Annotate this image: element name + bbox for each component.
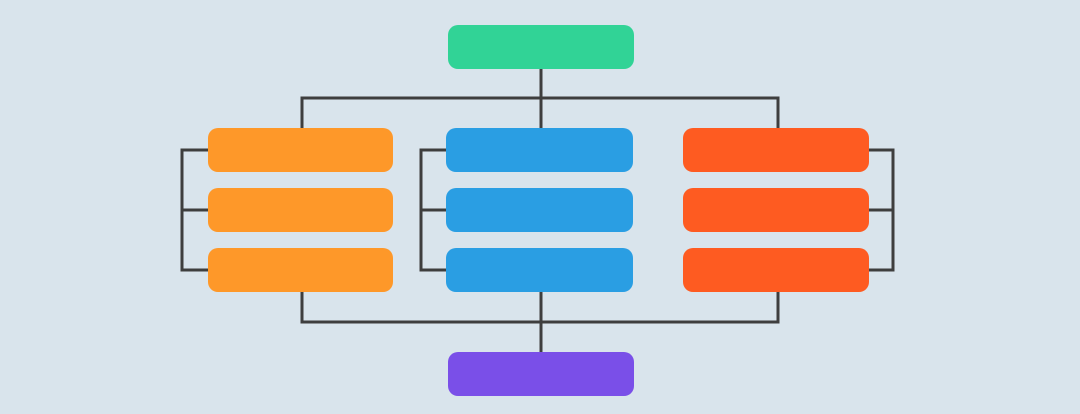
left-group-node-1-label [208, 128, 393, 172]
right-group-node-3-label [683, 248, 869, 292]
middle-group-node-2-label [446, 188, 633, 232]
right-group-node-1-label [683, 128, 869, 172]
left-group-node-1 [208, 128, 393, 172]
right-group-node-3 [683, 248, 869, 292]
left-group-node-3 [208, 248, 393, 292]
middle-group-node-3 [446, 248, 633, 292]
middle-group-node-1 [446, 128, 633, 172]
middle-group-node-2 [446, 188, 633, 232]
right-group-node-2 [683, 188, 869, 232]
root-node-label [448, 25, 634, 69]
middle-group-node-3-label [446, 248, 633, 292]
left-group-node-2 [208, 188, 393, 232]
left-group-node-2-label [208, 188, 393, 232]
bottom-node-label [448, 352, 634, 396]
right-group-node-1 [683, 128, 869, 172]
bottom-node [448, 352, 634, 396]
middle-group-node-1-label [446, 128, 633, 172]
right-group-node-2-label [683, 188, 869, 232]
left-group-node-3-label [208, 248, 393, 292]
root-node [448, 25, 634, 69]
